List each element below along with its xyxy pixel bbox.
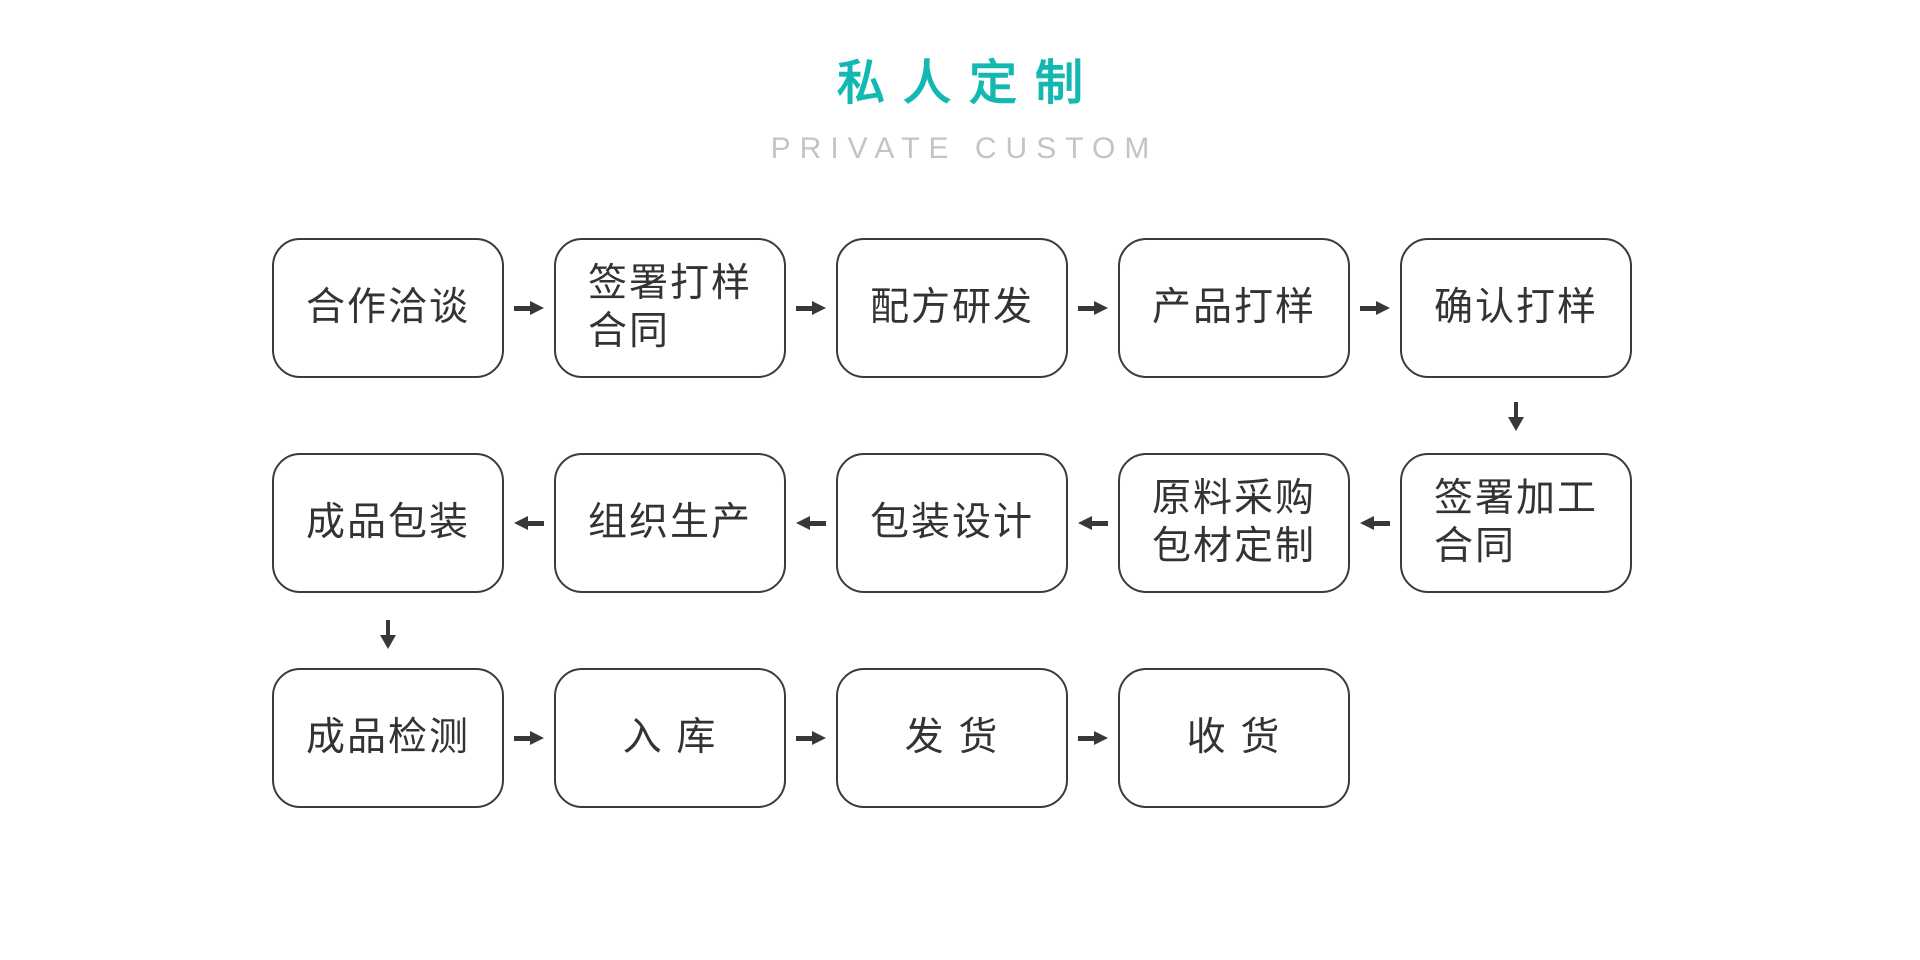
arrow-right-icon <box>1360 301 1390 315</box>
arrow-left-icon <box>796 516 826 530</box>
arrow-right-icon <box>514 301 544 315</box>
flow-step-label: 原料采购 包材定制 <box>1151 477 1316 568</box>
flow-step-finished-packaging: 成品包装 <box>272 453 504 593</box>
flow-step-confirm-sample: 确认打样 <box>1400 238 1632 378</box>
flow-step-label: 收 货 <box>1186 716 1282 760</box>
flow-step-label: 成品包装 <box>305 501 470 545</box>
arrow-right-icon <box>1078 731 1108 745</box>
flow-step-label: 签署加工 合同 <box>1433 477 1598 568</box>
arrow-left-icon <box>1078 516 1108 530</box>
arrow-right-icon <box>514 731 544 745</box>
page-subtitle: PRIVATE CUSTOM <box>770 132 1159 165</box>
flow-step-label: 配方研发 <box>869 286 1034 330</box>
arrow-left-icon <box>1360 516 1390 530</box>
arrow-down-icon <box>1508 402 1524 431</box>
flow-step-cooperation-talks: 合作洽谈 <box>272 238 504 378</box>
flow-step-formula-development: 配方研发 <box>836 238 1068 378</box>
flow-step-label: 发 货 <box>904 716 1000 760</box>
flow-step-organize-production: 组织生产 <box>554 453 786 593</box>
flow-step-label: 包装设计 <box>869 501 1034 545</box>
flow-step-sampling-contract: 签署打样 合同 <box>554 238 786 378</box>
flow-step-receiving: 收 货 <box>1118 668 1350 808</box>
flow-step-label: 产品打样 <box>1151 286 1316 330</box>
flow-step-label: 入 库 <box>622 716 718 760</box>
arrow-right-icon <box>1078 301 1108 315</box>
page-title: 私人定制 <box>836 57 1101 110</box>
flow-step-label: 确认打样 <box>1433 286 1598 330</box>
flow-step-material-procurement: 原料采购 包材定制 <box>1118 453 1350 593</box>
arrow-right-icon <box>796 301 826 315</box>
flow-step-shipping: 发 货 <box>836 668 1068 808</box>
arrow-down-icon <box>380 620 396 649</box>
flow-step-label: 成品检测 <box>305 716 470 760</box>
flow-step-product-sampling: 产品打样 <box>1118 238 1350 378</box>
flow-step-product-inspection: 成品检测 <box>272 668 504 808</box>
flow-step-warehousing: 入 库 <box>554 668 786 808</box>
flow-step-label: 签署打样 合同 <box>587 262 752 353</box>
flow-step-processing-contract: 签署加工 合同 <box>1400 453 1632 593</box>
arrow-left-icon <box>514 516 544 530</box>
flow-step-packaging-design: 包装设计 <box>836 453 1068 593</box>
flow-step-label: 组织生产 <box>587 501 752 545</box>
arrow-right-icon <box>796 731 826 745</box>
flow-step-label: 合作洽谈 <box>305 286 470 330</box>
